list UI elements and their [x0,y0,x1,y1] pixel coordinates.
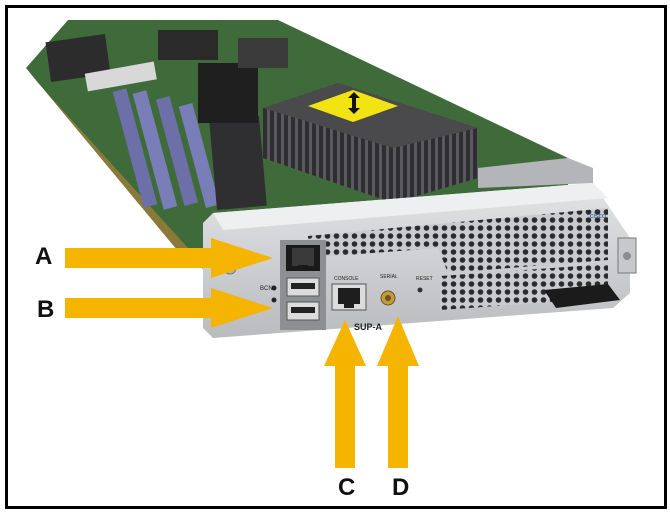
arrow-a [65,238,273,278]
bcn-led-label: BCN [260,286,273,292]
reset-label: RESET [416,276,433,282]
double-arrow-icon [348,92,360,114]
console-label: CONSOLE [334,276,359,282]
port-block: BCN [260,240,326,330]
figure-frame: cisco BCN CONSOLE [5,5,667,509]
supervisor-module-illustration: cisco BCN CONSOLE [26,20,637,468]
arrow-d [377,316,419,468]
callout-label-b: B [37,296,55,323]
callout-label-a: A [35,243,53,270]
arrow-c [324,320,366,468]
brand-logo: cisco [590,213,606,220]
sma-connector-icon: SERIAL RESET [380,274,433,306]
arrow-b [65,288,273,328]
heatsink [263,83,478,203]
serial-label: SERIAL [380,274,398,280]
callout-label-c: C [338,474,356,501]
rj45-port-icon [286,245,320,271]
console-port: CONSOLE SUP-A [331,276,383,332]
callout-label-d: D [392,474,410,501]
model-label: SUP-A [354,322,383,332]
rj45-console-icon [331,283,367,311]
usb-port-icon [286,277,320,321]
